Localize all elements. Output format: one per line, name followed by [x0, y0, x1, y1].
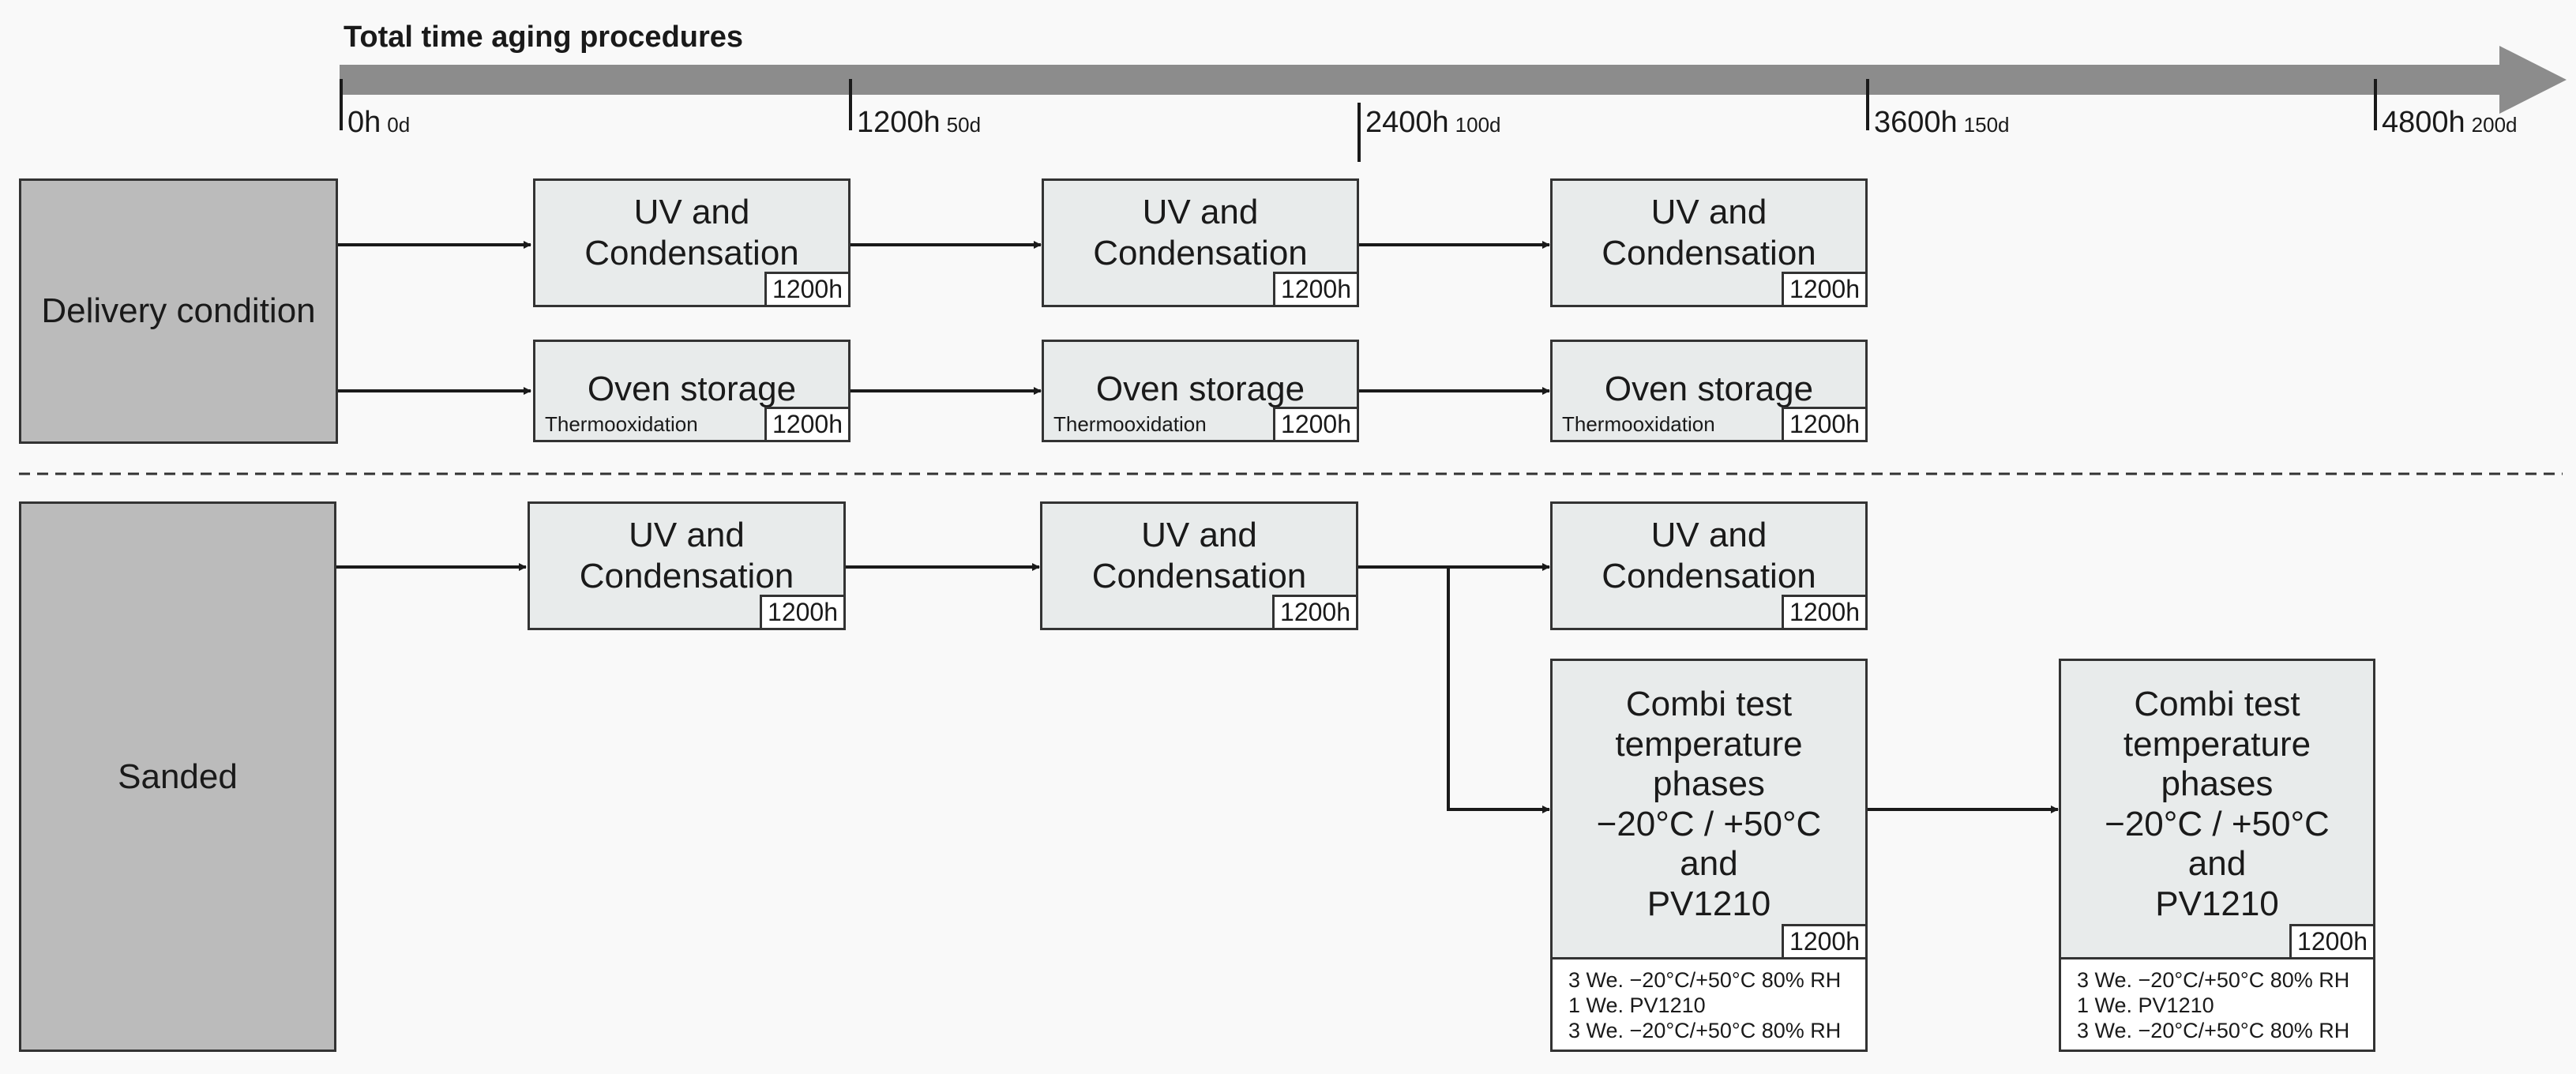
- tick-hours: 0h: [347, 106, 381, 139]
- step-title: Oven storage: [1095, 370, 1305, 408]
- oven-storage-box: Oven storage Thermooxidation 1200h: [533, 340, 851, 442]
- tick-hours: 4800h: [2382, 106, 2465, 139]
- combi-notes: 3 We. −20°C/+50°C 80% RH 1 We. PV1210 3 …: [2061, 957, 2373, 1050]
- duration-badge: 1200h: [1782, 595, 1865, 628]
- duration-badge: 1200h: [764, 407, 848, 440]
- step-subtitle: Thermooxidation: [545, 412, 698, 436]
- duration-badge: 1200h: [2289, 924, 2373, 957]
- tick-hours: 2400h: [1365, 106, 1449, 139]
- combi-test-box: Combi test temperature phases −20°C / +5…: [2059, 659, 2375, 1052]
- oven-storage-box: Oven storage Thermooxidation 1200h: [1042, 340, 1359, 442]
- tick-days: 50d: [946, 113, 982, 137]
- step-title: Oven storage: [587, 370, 797, 408]
- timeline-bar: [340, 65, 2503, 95]
- tick-days: 150d: [1963, 113, 2010, 137]
- tick-days: 200d: [2471, 113, 2518, 137]
- timeline-title: Total time aging procedures: [344, 21, 744, 54]
- sanded-box: Sanded: [19, 501, 336, 1052]
- duration-badge: 1200h: [1782, 924, 1865, 957]
- tick-hours: 1200h: [857, 106, 941, 139]
- sanded-label: Sanded: [118, 757, 238, 796]
- step-subtitle: Thermooxidation: [1562, 412, 1715, 436]
- oven-storage-box: Oven storage Thermooxidation 1200h: [1550, 340, 1868, 442]
- delivery-condition-label: Delivery condition: [41, 291, 316, 330]
- combi-test-box: Combi test temperature phases −20°C / +5…: [1550, 659, 1868, 1052]
- duration-badge: 1200h: [1273, 272, 1357, 305]
- delivery-condition-box: Delivery condition: [19, 178, 338, 444]
- duration-badge: 1200h: [1273, 407, 1357, 440]
- combi-title: Combi test temperature phases −20°C / +5…: [1596, 685, 1822, 923]
- duration-badge: 1200h: [1782, 272, 1865, 305]
- duration-badge: 1200h: [1782, 407, 1865, 440]
- duration-badge: 1200h: [1272, 595, 1356, 628]
- step-subtitle: Thermooxidation: [1053, 412, 1207, 436]
- tick-days: 0d: [387, 113, 411, 137]
- duration-badge: 1200h: [764, 272, 848, 305]
- timeline-arrow-head: [2499, 46, 2567, 114]
- tick-days: 100d: [1455, 113, 1501, 137]
- step-title: Oven storage: [1604, 370, 1814, 408]
- connector-branch: [1447, 567, 1550, 813]
- tick-hours: 3600h: [1874, 106, 1958, 139]
- combi-title: Combi test temperature phases −20°C / +5…: [2105, 685, 2330, 923]
- combi-notes: 3 We. −20°C/+50°C 80% RH 1 We. PV1210 3 …: [1553, 957, 1865, 1050]
- duration-badge: 1200h: [760, 595, 843, 628]
